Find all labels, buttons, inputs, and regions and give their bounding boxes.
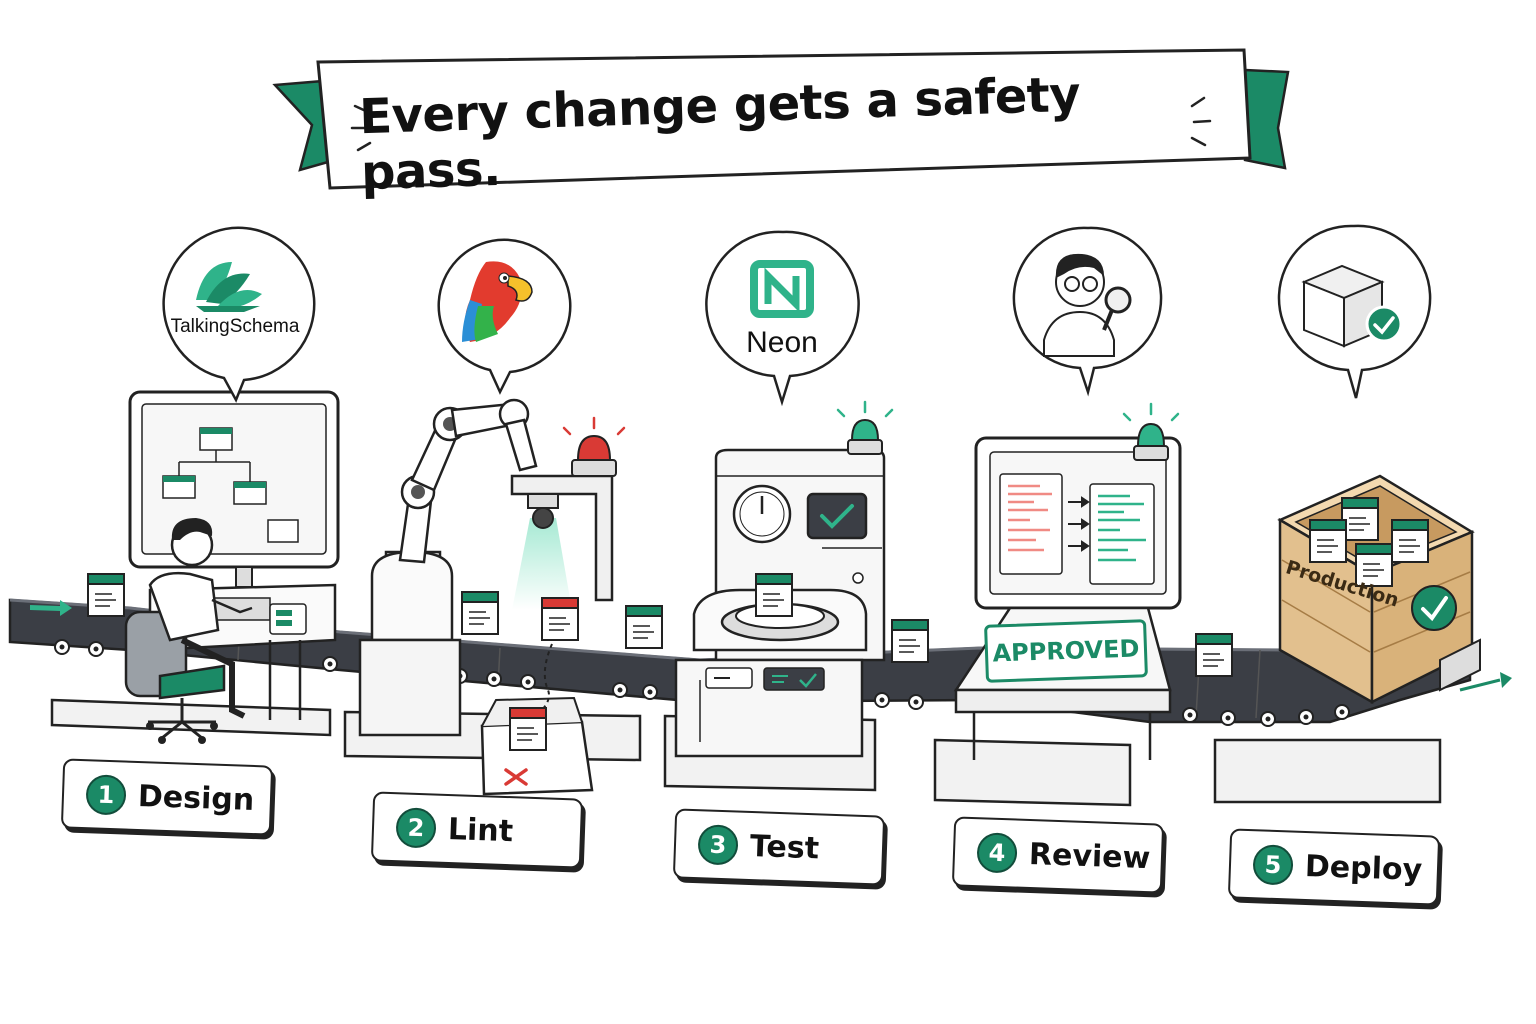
step-number-badge: 2: [395, 807, 437, 849]
step-number-badge: 3: [697, 824, 739, 866]
design-station: [124, 390, 340, 744]
step-label: Lint: [447, 811, 514, 849]
bubble-talkingschema: [162, 226, 316, 403]
parrot-icon: [462, 261, 533, 342]
step-label: Test: [749, 828, 820, 866]
callout-bubbles: [162, 224, 1432, 407]
title-banner: [272, 48, 1290, 190]
step-deploy: 5 Deploy: [1227, 828, 1441, 906]
step-label: Design: [137, 778, 255, 818]
step-number-badge: 4: [976, 832, 1018, 874]
step-lint: 2 Lint: [370, 791, 584, 869]
neon-logo-icon: [750, 260, 814, 318]
step-label: Deploy: [1304, 848, 1423, 888]
step-review: 4 Review: [951, 816, 1165, 894]
step-design: 1 Design: [60, 758, 274, 836]
banner-title: Every change gets a safety pass.: [358, 66, 1081, 202]
talkingschema-logo-icon: [196, 262, 262, 312]
deploy-station: [1277, 474, 1481, 705]
approved-stamp: APPROVED: [984, 619, 1148, 683]
bubble-reviewer: [1012, 226, 1163, 397]
reviewer-with-magnifier-icon: [1043, 253, 1132, 357]
diff-added-lines: [1098, 494, 1146, 562]
neon-label: Neon: [746, 326, 818, 359]
lint-station: [358, 398, 626, 796]
step-test: 3 Test: [672, 808, 886, 886]
step-label: Review: [1028, 836, 1151, 876]
talkingschema-label: TalkingSchema: [170, 316, 300, 337]
package-check-icon: [1301, 264, 1403, 348]
diff-removed-lines: [1008, 484, 1052, 552]
review-station: [953, 402, 1182, 760]
step-number-badge: 1: [85, 774, 127, 816]
step-number-badge: 5: [1252, 844, 1294, 886]
